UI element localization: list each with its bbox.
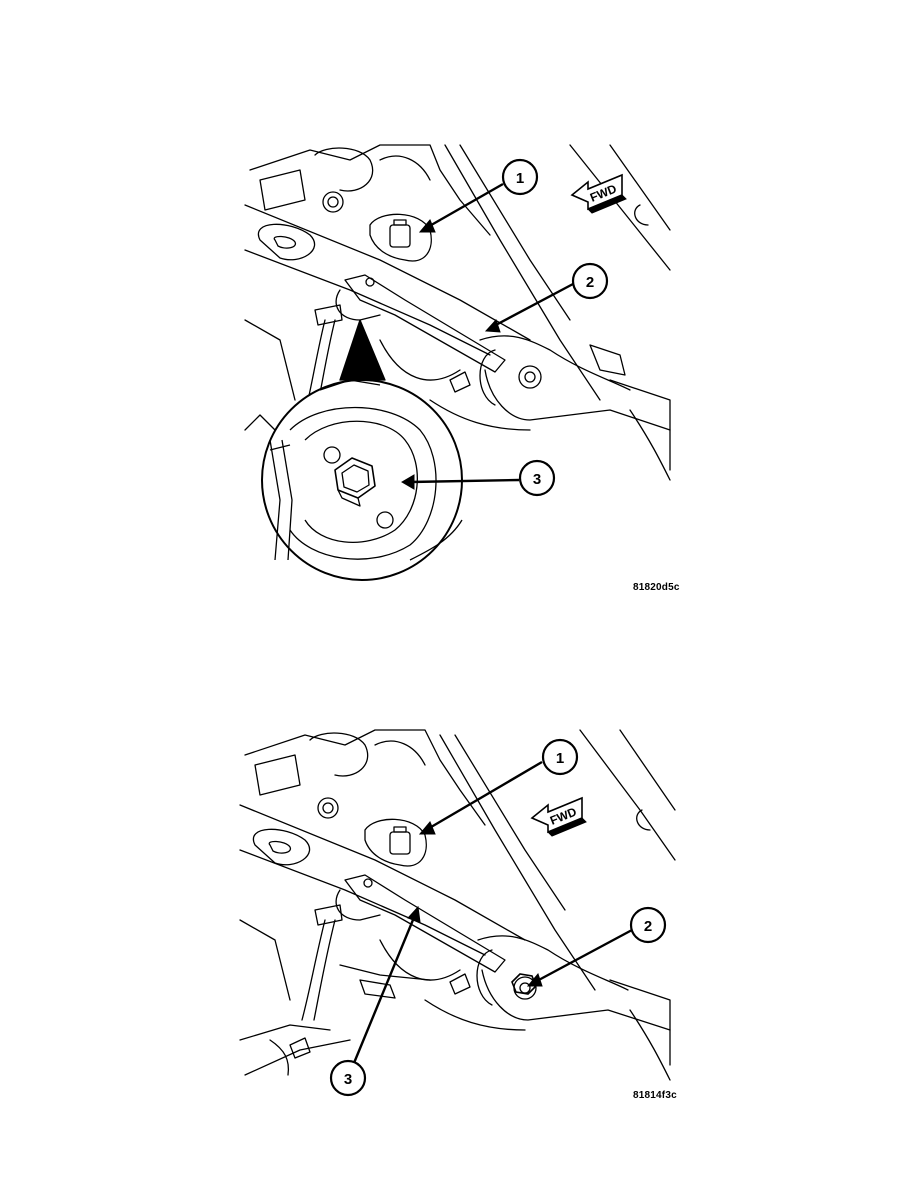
svg-text:1: 1 [556, 750, 564, 767]
svg-text:3: 3 [344, 1071, 352, 1088]
callout-1: 1 [501, 158, 539, 196]
figure-1-illustration: 1 2 3 FWD [244, 144, 671, 581]
callout-2: 2 [629, 906, 667, 944]
figure-code: 81814f3c [633, 1090, 677, 1101]
callout-3: 3 [329, 1059, 367, 1097]
svg-text:3: 3 [533, 471, 541, 488]
callout-2: 2 [571, 262, 609, 300]
callout-3: 3 [518, 459, 556, 497]
svg-text:2: 2 [586, 274, 594, 291]
figure-1: 1 2 3 FWD 81820d5c [230, 140, 690, 600]
figure-code: 81820d5c [633, 582, 680, 593]
fwd-arrow-icon: FWD [570, 173, 627, 214]
fwd-arrow-icon: FWD [530, 796, 587, 837]
svg-text:2: 2 [644, 918, 652, 935]
figure-2-illustration: 1 2 3 FWD [239, 729, 676, 1097]
figure-2: 1 2 3 FWD 81814f3c [230, 720, 690, 1110]
svg-text:1: 1 [516, 170, 524, 187]
callout-1: 1 [541, 738, 579, 776]
